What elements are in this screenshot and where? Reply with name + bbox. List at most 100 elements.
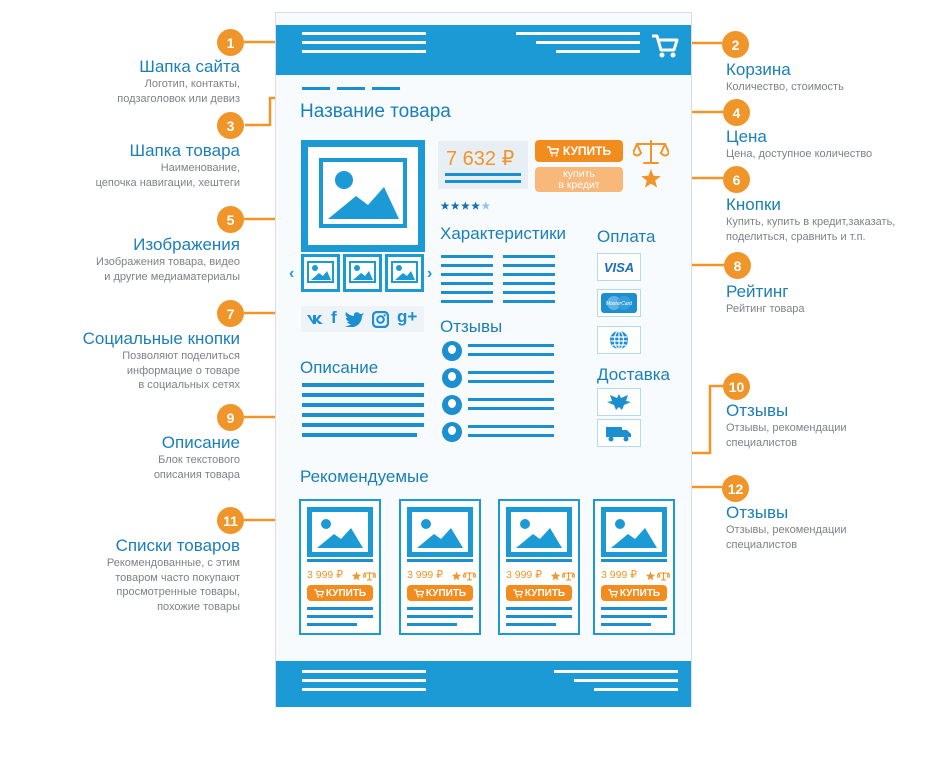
- image-placeholder-icon: [417, 519, 463, 548]
- image-placeholder-icon: [391, 261, 418, 283]
- annotation-number-8: 8: [724, 252, 751, 279]
- annotation-number-4: 4: [723, 99, 750, 126]
- annotation-rating: Рейтинг Рейтинг товара: [726, 282, 805, 315]
- card-image[interactable]: [307, 507, 373, 557]
- card-image[interactable]: [601, 507, 667, 557]
- compare-scales-icon[interactable]: [463, 571, 476, 581]
- cart-icon: [546, 145, 559, 156]
- card-image[interactable]: [506, 507, 572, 557]
- avatar: [442, 395, 462, 415]
- delivery-heading: Доставка: [597, 365, 671, 384]
- reviews-heading: Отзывы: [440, 317, 503, 336]
- annotation-number-6: 6: [723, 166, 750, 193]
- annotation-description: Описание Блок текстового описания товара: [153, 433, 240, 481]
- product-card[interactable]: 3 999 ₽ КУПИТЬ: [498, 499, 580, 635]
- google-plus-icon[interactable]: g+: [397, 307, 418, 326]
- visa-icon[interactable]: VISA: [597, 253, 641, 281]
- main-product-image[interactable]: [301, 140, 425, 252]
- mastercard-logo-icon: MasterCard: [601, 293, 637, 313]
- social-buttons: f g+: [301, 306, 424, 332]
- card-image[interactable]: [407, 507, 473, 557]
- russian-post-icon[interactable]: [597, 388, 641, 416]
- buy-button[interactable]: КУПИТЬ: [535, 140, 623, 162]
- thumbnail-2[interactable]: [343, 254, 382, 292]
- card-buy-button[interactable]: КУПИТЬ: [407, 585, 473, 601]
- annotation-product-lists: Списки товаров Рекомендованные, с этим т…: [106, 536, 240, 613]
- favorite-star-icon[interactable]: [640, 168, 662, 189]
- image-placeholder-icon: [516, 519, 562, 548]
- courier-truck-icon[interactable]: [597, 419, 641, 447]
- avatar: [442, 341, 462, 361]
- card-price: 3 999 ₽: [601, 569, 637, 581]
- favorite-star-icon[interactable]: [351, 571, 362, 581]
- thumbnail-3[interactable]: [385, 254, 424, 292]
- annotation-cart: Корзина Количество, стоимость: [726, 60, 844, 93]
- product-price: 7 632 ₽: [446, 148, 515, 170]
- compare-scales-icon[interactable]: [657, 571, 670, 581]
- product-title: Название товара: [300, 101, 451, 122]
- cart-icon[interactable]: [651, 33, 679, 59]
- thumb-next-icon[interactable]: ›: [427, 265, 433, 282]
- image-placeholder-icon: [611, 519, 657, 548]
- facebook-icon[interactable]: f: [331, 308, 337, 327]
- annotation-social: Социальные кнопки Позволяют поделиться и…: [82, 329, 240, 391]
- vk-icon[interactable]: [306, 311, 324, 327]
- card-buy-button[interactable]: КУПИТЬ: [506, 585, 572, 601]
- webmoney-icon[interactable]: [597, 326, 641, 354]
- annotation-buttons: Кнопки Купить, купить в кредит,заказать,…: [726, 195, 896, 243]
- avatar: [442, 368, 462, 388]
- card-price: 3 999 ₽: [307, 569, 343, 581]
- favorite-star-icon[interactable]: [645, 571, 656, 581]
- truck-icon: [606, 427, 631, 442]
- svg-text:MasterCard: MasterCard: [606, 301, 632, 307]
- annotation-number-9: 9: [217, 404, 244, 431]
- eagle-icon: [607, 394, 631, 410]
- cart-icon: [607, 588, 618, 598]
- image-placeholder-icon: [317, 519, 363, 548]
- image-placeholder-icon: [319, 158, 407, 228]
- card-price: 3 999 ₽: [506, 569, 542, 581]
- rating-star: [461, 201, 470, 210]
- favorite-star-icon[interactable]: [550, 571, 561, 581]
- thumbnail-1[interactable]: [301, 254, 340, 292]
- annotation-number-1: 1: [217, 29, 244, 56]
- annotation-reviews: Отзывы Отзывы, рекомендации специалистов: [726, 401, 847, 449]
- rating-star: [471, 201, 480, 210]
- avatar: [442, 422, 462, 442]
- card-buy-button[interactable]: КУПИТЬ: [601, 585, 667, 601]
- compare-scales-icon[interactable]: [562, 571, 575, 581]
- cart-icon: [313, 588, 324, 598]
- globe-icon: [610, 330, 628, 350]
- characteristics-heading: Характеристики: [440, 224, 567, 243]
- mastercard-icon[interactable]: MasterCard: [597, 289, 641, 317]
- recommended-heading: Рекомендуемые: [300, 467, 429, 486]
- annotation-number-5: 5: [217, 206, 244, 233]
- annotation-site-header: Шапка сайта Логотип, контакты, подзаголо…: [117, 57, 240, 105]
- card-buy-button[interactable]: КУПИТЬ: [307, 585, 373, 601]
- rating-star: [481, 201, 491, 210]
- cart-icon: [413, 588, 424, 598]
- cart-icon: [512, 588, 523, 598]
- image-placeholder-icon: [349, 261, 376, 283]
- price-box: 7 632 ₽: [438, 141, 528, 189]
- compare-scales-icon[interactable]: [633, 138, 669, 166]
- site-footer: [276, 661, 691, 707]
- annotation-number-3: 3: [217, 112, 244, 139]
- product-card[interactable]: 3 999 ₽ КУПИТЬ: [299, 499, 381, 635]
- annotation-number-12: 12: [722, 475, 749, 502]
- rating-star: [440, 201, 450, 210]
- annotation-number-7: 7: [217, 300, 244, 327]
- annotation-reviews-2: Отзывы Отзывы, рекомендации специалистов: [726, 503, 847, 551]
- favorite-star-icon[interactable]: [451, 571, 462, 581]
- annotation-product-header: Шапка товара Наименование, цепочка навиг…: [95, 141, 240, 189]
- thumb-prev-icon[interactable]: ‹: [289, 265, 295, 282]
- payment-heading: Оплата: [597, 227, 656, 246]
- twitter-icon[interactable]: [345, 311, 365, 327]
- rating-star: [450, 201, 460, 210]
- product-card[interactable]: 3 999 ₽ КУПИТЬ: [593, 499, 675, 635]
- product-card[interactable]: 3 999 ₽КУПИТЬ: [399, 499, 481, 635]
- annotation-number-10: 10: [723, 373, 750, 400]
- instagram-icon[interactable]: [372, 311, 389, 328]
- compare-scales-icon[interactable]: [363, 571, 376, 581]
- buy-credit-button[interactable]: купить в кредит: [535, 167, 623, 192]
